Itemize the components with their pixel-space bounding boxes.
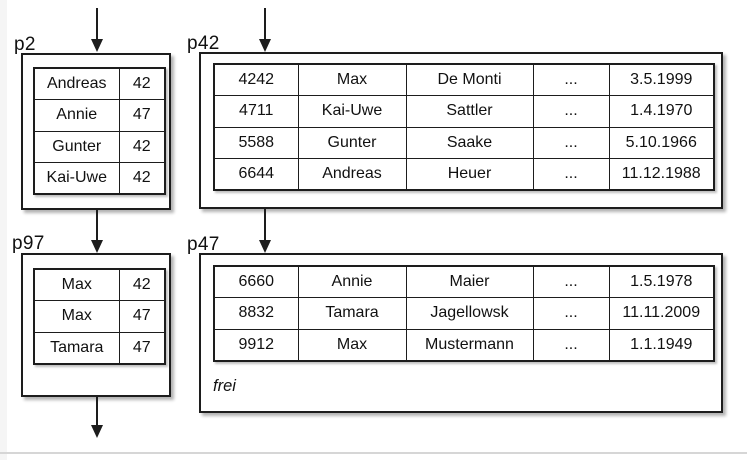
record-date-cell: 1.1.1949 [608, 328, 715, 361]
record-id-cell: 4711 [213, 95, 299, 128]
record-ellipsis-cell: ... [532, 297, 610, 330]
record-date-cell: 5.10.1966 [608, 126, 715, 159]
record-ellipsis-cell: ... [532, 328, 610, 361]
table-row: Gunter 42 [33, 130, 166, 163]
record-id-cell: 9912 [213, 328, 299, 361]
table-row: 4711 Kai-Uwe Sattler ... 1.4.1970 [213, 95, 715, 128]
page-p47-table: 6660 Annie Maier ... 1.5.1978 8832 Tamar… [213, 265, 715, 362]
record-firstname-cell: Gunter [297, 126, 407, 159]
index-page-cell: 47 [118, 300, 166, 333]
record-ellipsis-cell: ... [532, 158, 610, 191]
page-box-p2: Andreas 42 Annie 47 Gunter 42 Kai-Uwe 42 [21, 53, 171, 210]
record-id-cell: 4242 [213, 63, 299, 96]
table-row: 9912 Max Mustermann ... 1.1.1949 [213, 328, 715, 361]
record-lastname-cell: Jagellowsk [405, 297, 534, 330]
table-row: 8832 Tamara Jagellowsk ... 11.11.2009 [213, 297, 715, 330]
arrow-p2-to-p97-icon [91, 210, 103, 253]
record-date-cell: 3.5.1999 [608, 63, 715, 96]
page-box-p97: Max 42 Max 47 Tamara 47 [21, 253, 171, 397]
record-firstname-cell: Kai-Uwe [297, 95, 407, 128]
record-firstname-cell: Tamara [297, 297, 407, 330]
arrow-line [96, 8, 98, 39]
index-name-cell: Tamara [33, 331, 120, 364]
arrow-head [91, 240, 103, 253]
arrow-p97-out-icon [91, 397, 103, 438]
table-row: Kai-Uwe 42 [33, 162, 166, 195]
record-lastname-cell: Heuer [405, 158, 534, 191]
index-page-cell: 42 [118, 130, 166, 163]
index-name-cell: Kai-Uwe [33, 162, 120, 195]
record-date-cell: 1.4.1970 [608, 95, 715, 128]
arrow-head [259, 240, 271, 253]
page-label-p2: p2 [14, 34, 36, 55]
table-row: 6660 Annie Maier ... 1.5.1978 [213, 265, 715, 298]
arrow-head [91, 39, 103, 52]
record-lastname-cell: Mustermann [405, 328, 534, 361]
record-date-cell: 11.11.2009 [608, 297, 715, 330]
page-p97-table: Max 42 Max 47 Tamara 47 [33, 268, 166, 365]
index-page-cell: 42 [118, 67, 166, 100]
index-name-cell: Max [33, 300, 120, 333]
record-ellipsis-cell: ... [532, 63, 610, 96]
arrow-line [96, 210, 98, 240]
record-firstname-cell: Max [297, 63, 407, 96]
arrow-line [264, 209, 266, 240]
index-name-cell: Gunter [33, 130, 120, 163]
record-firstname-cell: Andreas [297, 158, 407, 191]
table-row: 5588 Gunter Saake ... 5.10.1966 [213, 126, 715, 159]
index-page-cell: 47 [118, 331, 166, 364]
arrow-head [91, 425, 103, 438]
record-lastname-cell: Saake [405, 126, 534, 159]
page-label-p42: p42 [187, 33, 220, 54]
slide-left-edge [0, 0, 7, 460]
index-name-cell: Annie [33, 99, 120, 132]
table-row: 6644 Andreas Heuer ... 11.12.1988 [213, 158, 715, 191]
page-box-p47: 6660 Annie Maier ... 1.5.1978 8832 Tamar… [199, 253, 723, 413]
record-id-cell: 8832 [213, 297, 299, 330]
page-p42-table: 4242 Max De Monti ... 3.5.1999 4711 Kai-… [213, 63, 715, 191]
arrow-head [259, 39, 271, 52]
free-space-label: frei [213, 377, 236, 395]
page-label-p47: p47 [187, 234, 220, 255]
table-row: Andreas 42 [33, 67, 166, 100]
record-date-cell: 1.5.1978 [608, 265, 715, 298]
record-lastname-cell: De Monti [405, 63, 534, 96]
arrow-line [96, 397, 98, 425]
slide-bottom-edge [0, 452, 747, 454]
record-id-cell: 6660 [213, 265, 299, 298]
record-date-cell: 11.12.1988 [608, 158, 715, 191]
table-row: Max 47 [33, 300, 166, 333]
page-box-p42: 4242 Max De Monti ... 3.5.1999 4711 Kai-… [199, 52, 723, 209]
record-ellipsis-cell: ... [532, 95, 610, 128]
table-row: Tamara 47 [33, 331, 166, 364]
record-lastname-cell: Maier [405, 265, 534, 298]
table-row: Max 42 [33, 268, 166, 301]
index-page-cell: 42 [118, 268, 166, 301]
record-firstname-cell: Max [297, 328, 407, 361]
arrow-down-into-p2-icon [91, 8, 103, 52]
table-row: Annie 47 [33, 99, 166, 132]
index-page-cell: 47 [118, 99, 166, 132]
record-id-cell: 6644 [213, 158, 299, 191]
arrow-line [264, 8, 266, 39]
record-ellipsis-cell: ... [532, 126, 610, 159]
index-page-cell: 42 [118, 162, 166, 195]
record-firstname-cell: Annie [297, 265, 407, 298]
page-label-p97: p97 [12, 233, 45, 254]
index-name-cell: Andreas [33, 67, 120, 100]
record-id-cell: 5588 [213, 126, 299, 159]
arrow-down-into-p42-icon [259, 8, 271, 52]
table-row: 4242 Max De Monti ... 3.5.1999 [213, 63, 715, 96]
page-p2-table: Andreas 42 Annie 47 Gunter 42 Kai-Uwe 42 [33, 67, 166, 195]
index-name-cell: Max [33, 268, 120, 301]
arrow-p42-to-p47-icon [259, 209, 271, 253]
record-lastname-cell: Sattler [405, 95, 534, 128]
record-ellipsis-cell: ... [532, 265, 610, 298]
